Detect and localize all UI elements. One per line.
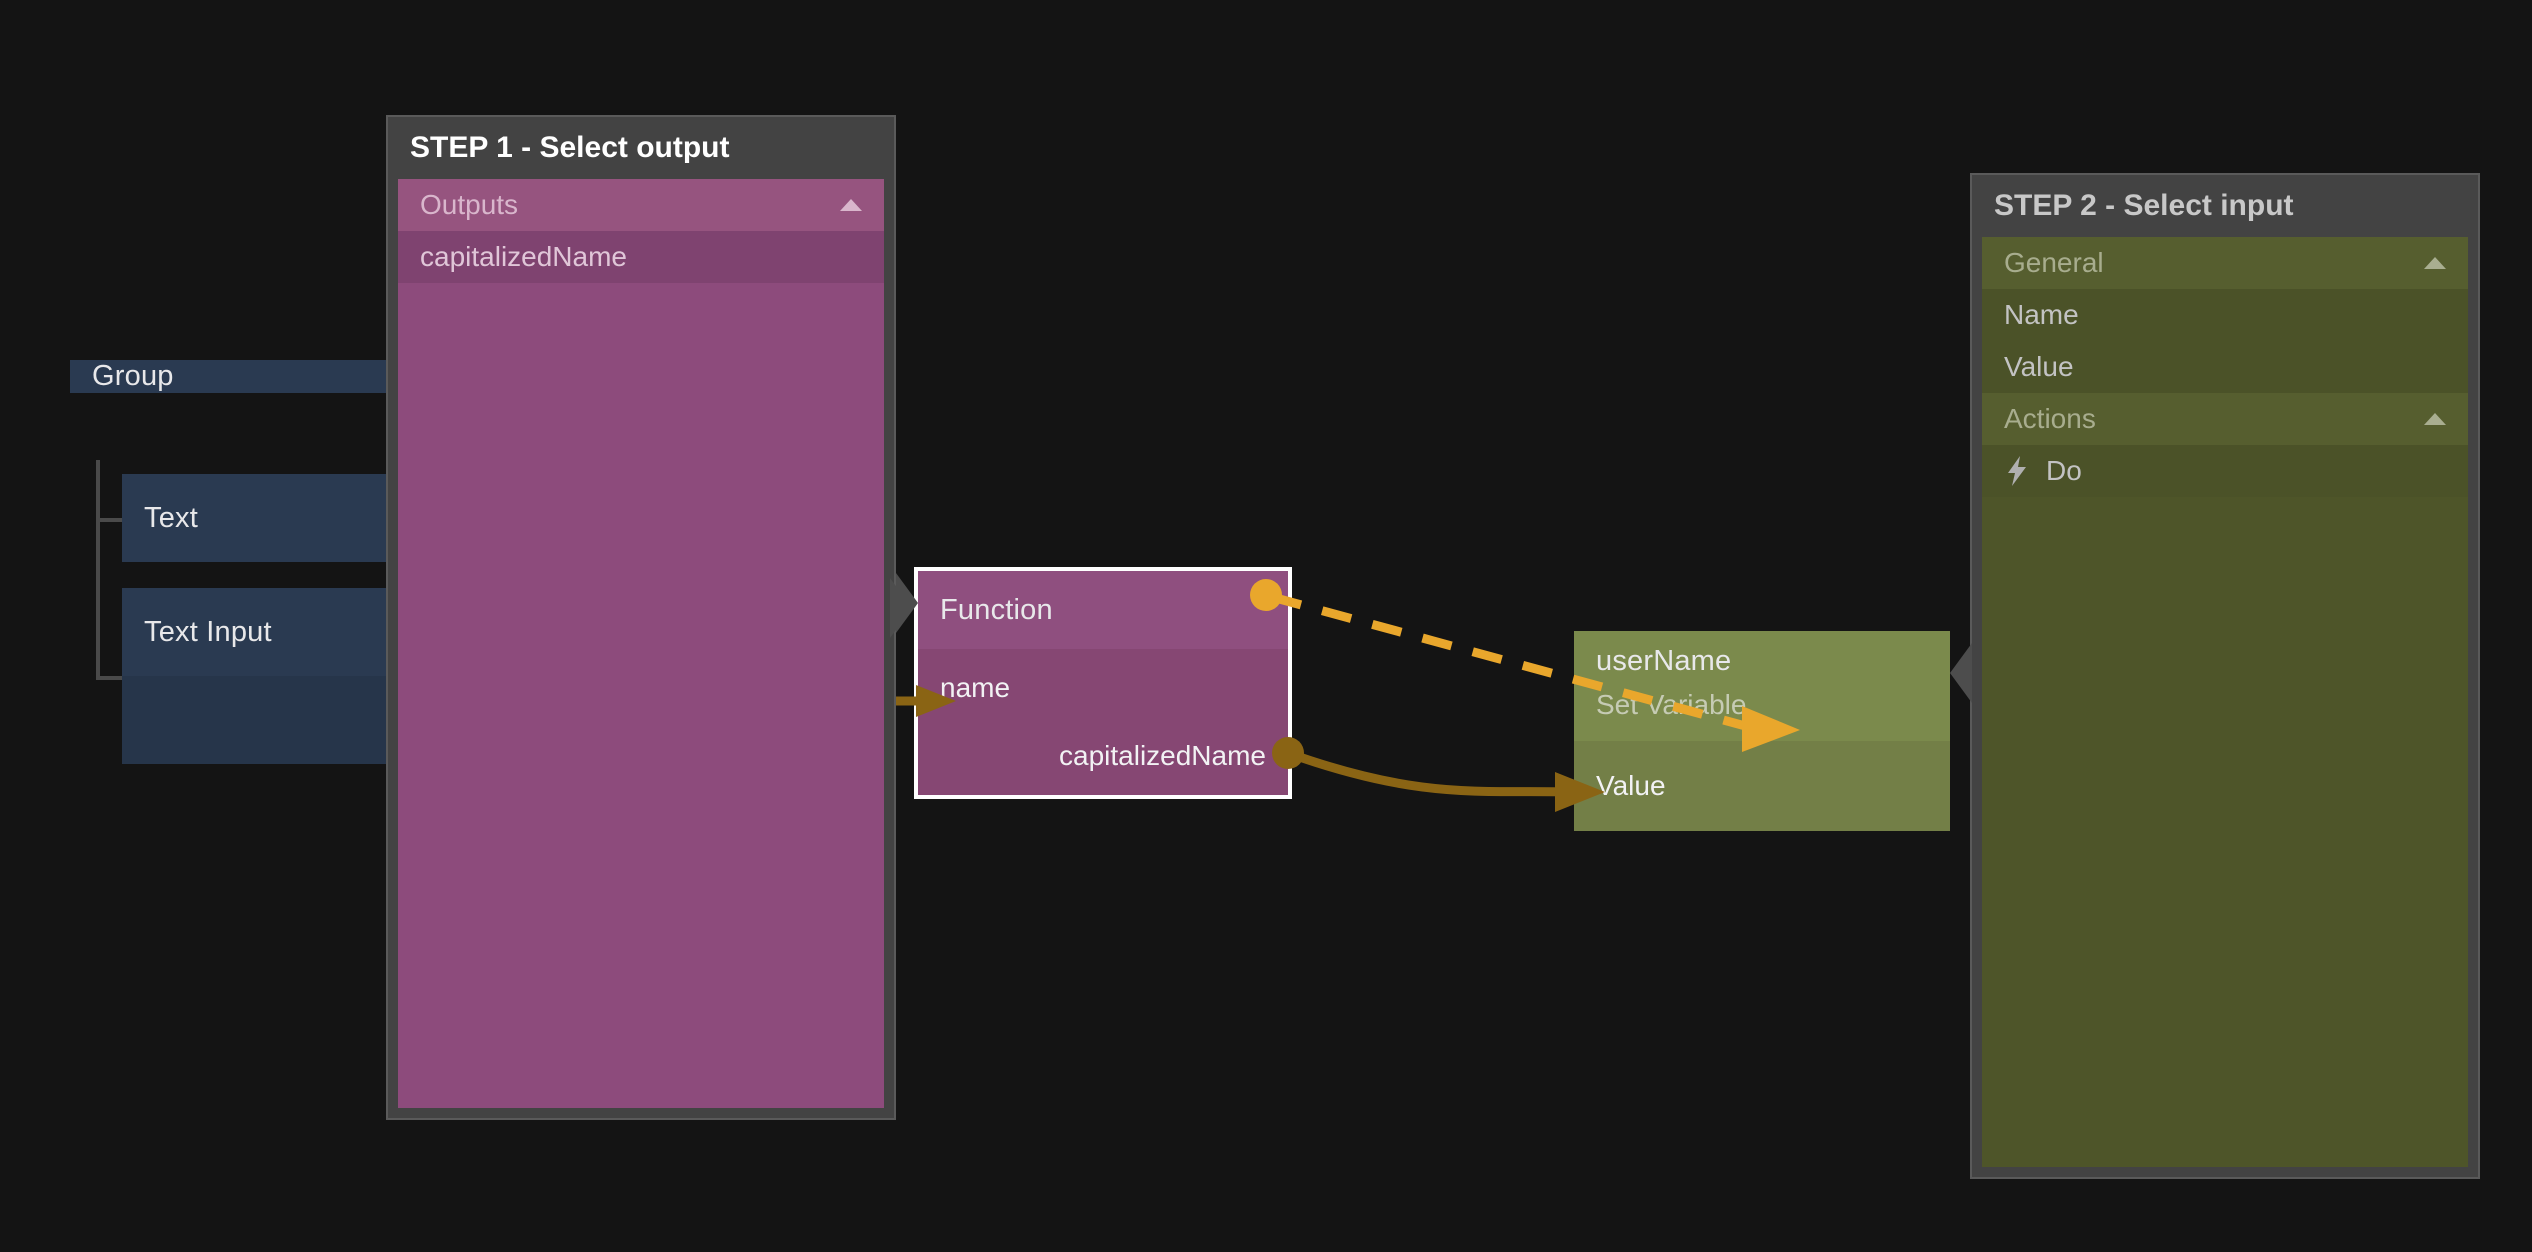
function-node-body: name capitalizedName [918,649,1288,795]
step1-group-outputs-label: Outputs [420,189,519,220]
step2-item-value-label: Value [2004,351,2074,382]
caret-up-icon[interactable] [840,199,862,211]
set-variable-node-subtitle: Set Variable [1596,689,1747,720]
step1-item-capitalizedname[interactable]: capitalizedName [398,231,884,283]
set-variable-input-value[interactable]: Value [1574,741,1950,831]
caret-up-icon[interactable] [2424,257,2446,269]
step2-group-actions-label: Actions [2004,403,2096,434]
tree-connector-branch-text-input [96,676,122,680]
step2-item-name[interactable]: Name [1982,289,2468,341]
step2-group-actions[interactable]: Actions [1982,393,2468,445]
step2-panel[interactable]: STEP 2 - Select input General Name Value… [1970,173,2480,1179]
function-input-name-label: name [940,672,1011,703]
set-variable-input-value-label: Value [1596,770,1666,801]
function-node[interactable]: Function name capitalizedName [914,567,1292,799]
step1-panel[interactable]: STEP 1 - Select output Outputs capitaliz… [386,115,896,1120]
step2-item-do[interactable]: Do [1982,445,2468,497]
text-node-title: Text [122,474,390,562]
text-node[interactable]: Text [122,474,390,562]
step1-output-list[interactable]: Outputs capitalizedName [398,179,884,1108]
set-variable-node[interactable]: userName Set Variable Value [1574,631,1950,831]
function-output-capitalizedname-label: capitalizedName [1059,740,1266,771]
set-variable-node-body: Value [1574,741,1950,831]
function-output-capitalizedname[interactable]: capitalizedName [918,727,1288,785]
step1-group-outputs[interactable]: Outputs [398,179,884,231]
text-input-node[interactable]: Text Input [122,588,390,764]
set-variable-node-title: userName [1574,631,1950,741]
tree-connector-vertical [96,460,100,680]
step2-panel-left-chevron[interactable] [1950,643,1972,703]
group-node-title: Group [70,360,390,393]
group-node[interactable]: Group [70,360,390,428]
step1-panel-right-chevron[interactable] [896,573,918,633]
step2-item-value[interactable]: Value [1982,341,2468,393]
step2-item-do-label: Do [2046,455,2082,486]
function-node-title: Function [918,571,1288,649]
tree-connector-branch-text [96,518,122,522]
step1-panel-title: STEP 1 - Select output [388,117,894,179]
function-input-name[interactable]: name [918,649,1288,727]
step1-item-capitalizedname-label: capitalizedName [420,241,627,272]
lightning-bolt-icon [2004,456,2030,486]
step2-item-name-label: Name [2004,299,2079,330]
step2-group-general-label: General [2004,247,2104,278]
data-wire [1272,737,1605,812]
caret-up-icon[interactable] [2424,413,2446,425]
step2-input-list[interactable]: General Name Value Actions Do [1982,237,2468,1167]
text-input-node-title: Text Input [122,588,390,676]
step2-group-general[interactable]: General [1982,237,2468,289]
text-input-node-body [122,676,390,764]
step2-panel-title: STEP 2 - Select input [1972,175,2478,237]
